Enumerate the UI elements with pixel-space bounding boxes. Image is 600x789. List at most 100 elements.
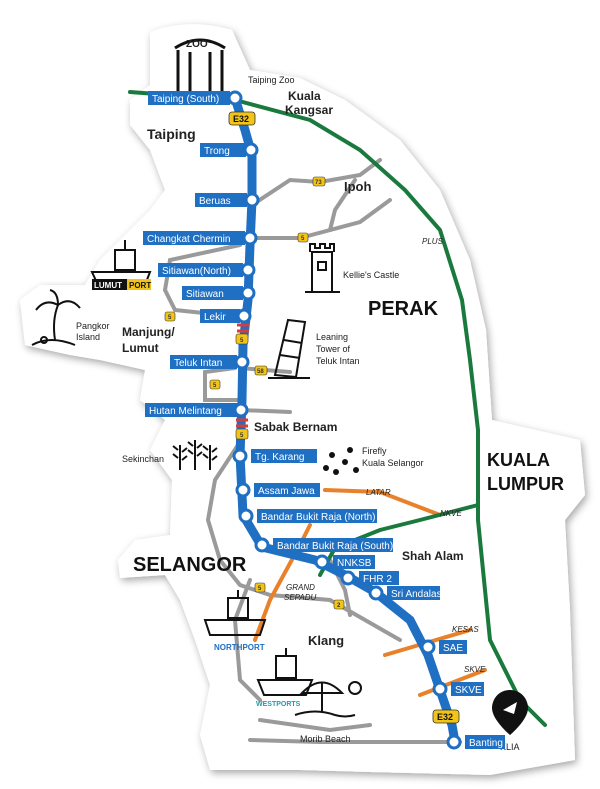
station-0: Taiping (South) — [148, 90, 243, 106]
svg-text:E32: E32 — [233, 114, 249, 124]
landmark-leaning-tower-3: Teluk Intan — [316, 356, 360, 366]
station-16: SAE — [420, 639, 467, 655]
town-manjung-1: Manjung/ — [122, 325, 175, 339]
station-label-box — [451, 682, 484, 696]
station-dot — [240, 285, 256, 301]
station-dot — [420, 639, 436, 655]
station-name: Sitiawan(North) — [162, 266, 231, 277]
highway-plus: PLUS — [422, 237, 444, 246]
station-dot — [340, 570, 356, 586]
station-dot — [232, 448, 248, 464]
route-code-5-klang: 5 — [254, 582, 266, 593]
station-label-box — [333, 555, 375, 569]
station-name: Changkat Chermin — [147, 234, 230, 245]
station-label-box — [257, 509, 377, 523]
station-2: Beruas — [195, 192, 260, 208]
station-label-box — [158, 263, 243, 277]
town-kuala-kangsar-2: Kangsar — [285, 103, 333, 117]
station-dot — [238, 508, 254, 524]
station-7: Teluk Intan — [170, 354, 250, 370]
northport-ship-icon — [203, 590, 267, 636]
station-dot — [446, 734, 462, 750]
station-dot — [240, 262, 256, 278]
lumut-port-label-b: PORT — [129, 281, 151, 290]
town-klang: Klang — [308, 633, 344, 648]
zoo-sign-text: ZOO — [186, 39, 208, 50]
landmark-westports: WESTPORTS — [256, 701, 301, 708]
station-label-box — [387, 586, 440, 600]
landmark-leaning-tower-1: Leaning — [316, 332, 348, 342]
svg-text:5: 5 — [168, 315, 172, 321]
plus-highway — [128, 90, 547, 727]
minor-roads — [162, 158, 462, 744]
landmark-taiping-zoo: Taiping Zoo — [248, 75, 295, 85]
landmark-firefly-1: Firefly — [362, 446, 387, 456]
station-name: Tg. Karang — [255, 452, 304, 463]
station-dot — [234, 354, 250, 370]
expressway-gaps — [236, 323, 249, 428]
station-name: Teluk Intan — [174, 358, 222, 369]
station-4: Sitiawan(North) — [158, 262, 256, 278]
highway-grand-sepadu-2: SEPADU — [284, 593, 317, 602]
route-code-5-sabak: 5 — [235, 428, 249, 440]
station-dot — [233, 402, 249, 418]
route-code-2: 2 — [333, 599, 345, 610]
station-name: Banting — [469, 738, 503, 749]
svg-text:2: 2 — [337, 603, 341, 609]
station-dot — [314, 554, 330, 570]
station-label-box — [148, 91, 230, 105]
station-18: Banting — [446, 734, 505, 750]
station-12: Bandar Bukit Raja (South) — [254, 537, 393, 553]
svg-text:58: 58 — [257, 369, 264, 375]
westports-ship-icon — [256, 648, 314, 696]
station-6: Lekir — [200, 308, 252, 324]
station-dot — [368, 585, 384, 601]
route-code-73: 73 — [312, 176, 326, 187]
station-15: Sri Andalas — [368, 585, 442, 601]
station-label-box — [200, 143, 246, 157]
region-perak: PERAK — [368, 298, 439, 320]
svg-text:5: 5 — [258, 586, 262, 592]
town-manjung-2: Lumut — [122, 341, 159, 355]
station-label-box — [182, 286, 243, 300]
station-label-box — [359, 571, 399, 585]
klia-plane-icon — [492, 690, 528, 735]
region-kuala-lumpur-line2: LUMPUR — [487, 474, 564, 494]
station-3: Changkat Chermin — [143, 230, 258, 246]
landmark-pangkor-2: Island — [76, 332, 100, 342]
station-1: Trong — [200, 142, 259, 158]
station-dot — [235, 482, 251, 498]
station-name: Trong — [204, 146, 230, 157]
highway-skve: SKVE — [464, 665, 486, 674]
station-name: SKVE — [455, 685, 482, 696]
landmark-pangkor-1: Pangkor — [76, 321, 110, 331]
route-code-5-extra: 5 — [180, 252, 190, 261]
taiping-zoo-landmark: ZOO — [174, 38, 226, 92]
station-dot — [242, 230, 258, 246]
landmark-klia: KLIA — [500, 742, 520, 752]
town-shah-alam: Shah Alam — [402, 549, 464, 563]
rice-plant-icon — [172, 440, 218, 470]
station-name: NNKSB — [337, 558, 372, 569]
town-kuala-kangsar-1: Kuala — [288, 89, 321, 103]
kellies-castle-icon — [305, 243, 340, 293]
route-code-5-lekir: 5 — [164, 311, 176, 322]
svg-text:5: 5 — [240, 433, 244, 439]
station-name: Bandar Bukit Raja (South) — [277, 541, 393, 552]
highway-grand-sepadu-1: GRAND — [286, 583, 315, 592]
town-sabak-bernam: Sabak Bernam — [254, 420, 337, 434]
svg-text:E32: E32 — [437, 712, 453, 722]
station-name: Sri Andalas — [391, 589, 442, 600]
station-label-box — [170, 355, 237, 369]
lumut-port-label-bg — [92, 279, 127, 290]
route-code-e32-top: E32 — [228, 111, 256, 126]
station-label-box — [195, 193, 247, 207]
route-code-5-west: 5 — [235, 333, 249, 345]
route-code-5-south: 5 — [209, 379, 221, 390]
station-10: Assam Jawa — [235, 482, 320, 498]
station-8: Hutan Melintang — [145, 402, 249, 418]
landmark-kellies-castle: Kellie's Castle — [343, 270, 399, 280]
station-dot — [227, 90, 243, 106]
zoo-gate-icon — [174, 38, 226, 92]
